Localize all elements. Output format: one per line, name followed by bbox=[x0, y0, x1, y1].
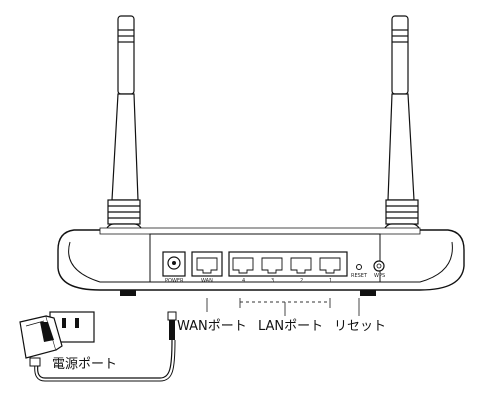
callout-lines bbox=[206, 298, 360, 316]
panel-label-wan: WAN bbox=[201, 278, 213, 284]
power-adapter bbox=[19, 315, 63, 367]
power-cable bbox=[34, 311, 177, 382]
panel-label-wps: WPS bbox=[374, 273, 386, 279]
panel-label-power: POWER bbox=[165, 278, 184, 284]
wan-port-label: WANポート bbox=[177, 319, 247, 334]
reset-button bbox=[356, 264, 362, 270]
wan-port bbox=[191, 251, 223, 277]
lan-ports bbox=[228, 251, 348, 277]
reset-label: リセット bbox=[334, 319, 387, 334]
panel-label-lan-1: 1 bbox=[329, 278, 333, 284]
panel-label-lan-3: 3 bbox=[271, 278, 275, 284]
panel-label-lan-4: 4 bbox=[242, 278, 246, 284]
panel-label-reset: RESET bbox=[351, 273, 368, 279]
panel-label-lan-2: 2 bbox=[300, 278, 304, 284]
wps-button bbox=[373, 260, 385, 272]
lan-port-label: LANポート bbox=[258, 319, 324, 334]
power-jack bbox=[162, 251, 186, 277]
power-port-label: 電源ポート bbox=[52, 357, 118, 372]
